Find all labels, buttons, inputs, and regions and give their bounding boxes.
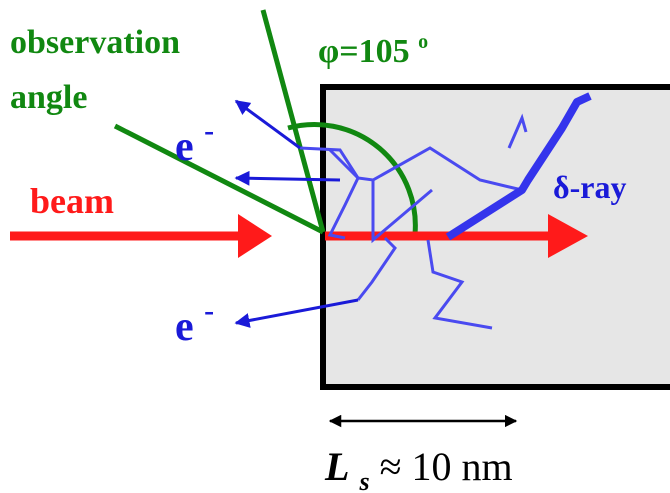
electron-label-lower-charge: - xyxy=(204,294,214,327)
electron-track-3 xyxy=(371,180,433,244)
electron-track-1 xyxy=(299,146,360,240)
delta-ray-label: δ-ray xyxy=(553,169,626,205)
electron-track-4 xyxy=(356,236,397,301)
angle-reference-line xyxy=(260,9,326,233)
length-label-symbol: L xyxy=(324,444,349,489)
length-label-subscript: s xyxy=(358,467,369,493)
observation-direction-line xyxy=(113,123,325,235)
length-label: L s ≈ 10 nm xyxy=(324,444,513,493)
observation-label-line1: observation xyxy=(10,24,180,61)
angle-label: φ=105 o xyxy=(318,31,428,70)
electron-label-lower: e - xyxy=(175,294,214,350)
incident-beam-arrowhead xyxy=(238,214,272,258)
delta-ray-track xyxy=(445,92,592,241)
observation-label-line2: angle xyxy=(10,79,87,116)
electron-track-6 xyxy=(507,113,528,149)
electron-label-upper-symbol: e xyxy=(175,124,194,170)
length-label-value: ≈ 10 nm xyxy=(380,444,513,489)
transmitted-beam-arrowhead xyxy=(548,214,588,258)
backscatter-arrow-upper xyxy=(234,99,301,150)
electron-label-upper-charge: - xyxy=(204,114,214,147)
beam-label: beam xyxy=(30,181,114,221)
angle-label-degree: o xyxy=(418,31,428,53)
electron-label-upper: e - xyxy=(175,114,214,170)
backscatter-arrow-middle xyxy=(234,170,341,186)
backscatter-arrow-lower xyxy=(234,298,359,328)
angle-label-value: φ=105 xyxy=(318,33,410,70)
electron-track-5 xyxy=(426,239,493,330)
electron-label-lower-symbol: e xyxy=(175,304,194,350)
target-border xyxy=(320,84,670,390)
electron-track-2 xyxy=(328,146,523,192)
